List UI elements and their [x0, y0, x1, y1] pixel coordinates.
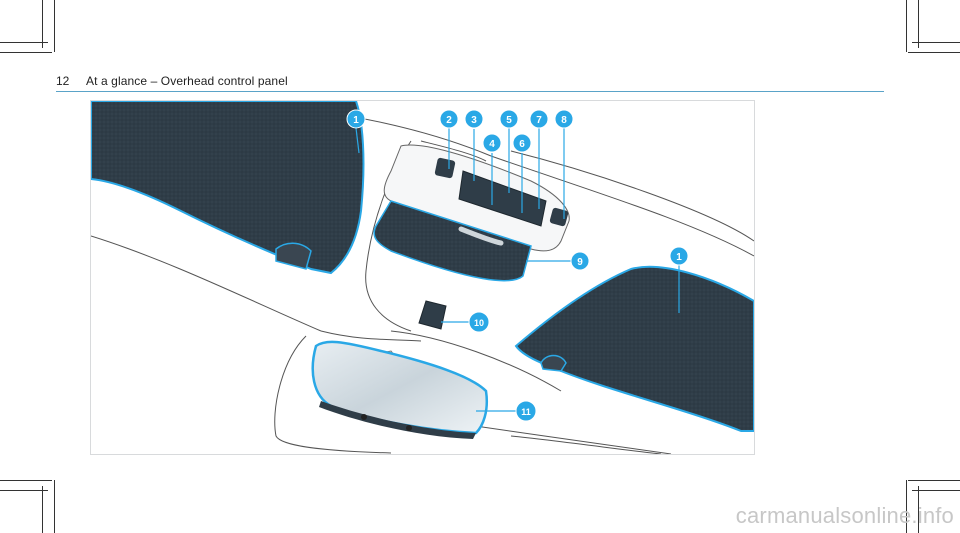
crop-mark-bottom-left-v2 — [54, 480, 55, 533]
callout-1-right: 1 — [669, 246, 689, 266]
svg-text:5: 5 — [506, 115, 512, 126]
crop-mark-bottom-left-h2 — [0, 480, 52, 481]
svg-text:3: 3 — [471, 115, 477, 126]
svg-text:9: 9 — [577, 257, 583, 268]
crop-mark-bottom-right-v — [906, 480, 907, 533]
header-rule — [56, 91, 884, 92]
crop-mark-bottom-right-h2 — [912, 490, 960, 491]
callout-9: 9 — [570, 251, 590, 271]
crop-mark-top-right-h — [908, 52, 960, 53]
crop-mark-top-left-v2 — [54, 0, 55, 52]
overhead-panel-figure: 1 2 3 4 5 6 7 8 9 10 11 1 — [90, 100, 755, 455]
svg-text:11: 11 — [521, 407, 531, 417]
crop-mark-top-right-h2 — [912, 42, 960, 43]
svg-text:8: 8 — [561, 115, 567, 126]
left-sun-visor — [90, 100, 365, 275]
overhead-control-unit — [373, 144, 570, 282]
callout-2: 2 — [439, 109, 459, 129]
callout-10: 10 — [468, 311, 490, 333]
callout-3: 3 — [464, 109, 484, 129]
callout-8: 8 — [554, 109, 574, 129]
page-number: 12 — [56, 74, 70, 88]
crop-mark-top-left-h — [0, 42, 48, 43]
page-title: At a glance – Overhead control panel — [86, 74, 288, 88]
overhead-panel-illustration — [90, 100, 755, 455]
svg-text:1: 1 — [353, 115, 359, 126]
crop-mark-top-right-v — [906, 0, 907, 52]
callout-badges: 1 2 3 4 5 6 7 8 9 10 11 1 — [346, 109, 689, 422]
crop-mark-bottom-right-v2 — [918, 486, 919, 533]
crop-mark-top-left-v — [42, 0, 43, 48]
svg-text:7: 7 — [536, 115, 542, 126]
callout-leaders — [355, 127, 680, 412]
callout-4: 4 — [482, 133, 502, 153]
svg-text:10: 10 — [474, 318, 484, 328]
callout-5: 5 — [499, 109, 519, 129]
callout-6: 6 — [512, 133, 532, 153]
rear-view-mirror — [311, 340, 488, 439]
crop-mark-top-right-v2 — [918, 0, 919, 48]
svg-text:1: 1 — [676, 252, 682, 263]
svg-text:2: 2 — [446, 115, 452, 126]
svg-text:4: 4 — [489, 139, 495, 150]
callout-7: 7 — [529, 109, 549, 129]
svg-text:6: 6 — [519, 139, 525, 150]
watermark: carmanualsonline.info — [735, 503, 954, 528]
crop-mark-bottom-left-h — [0, 490, 48, 491]
callout-1-left: 1 — [346, 109, 366, 129]
crop-mark-bottom-left-v — [42, 486, 43, 533]
crop-mark-top-left-h2 — [0, 52, 52, 53]
crop-mark-bottom-right-h — [908, 480, 960, 481]
callout-11: 11 — [515, 400, 537, 422]
sensor-unit — [418, 300, 447, 330]
